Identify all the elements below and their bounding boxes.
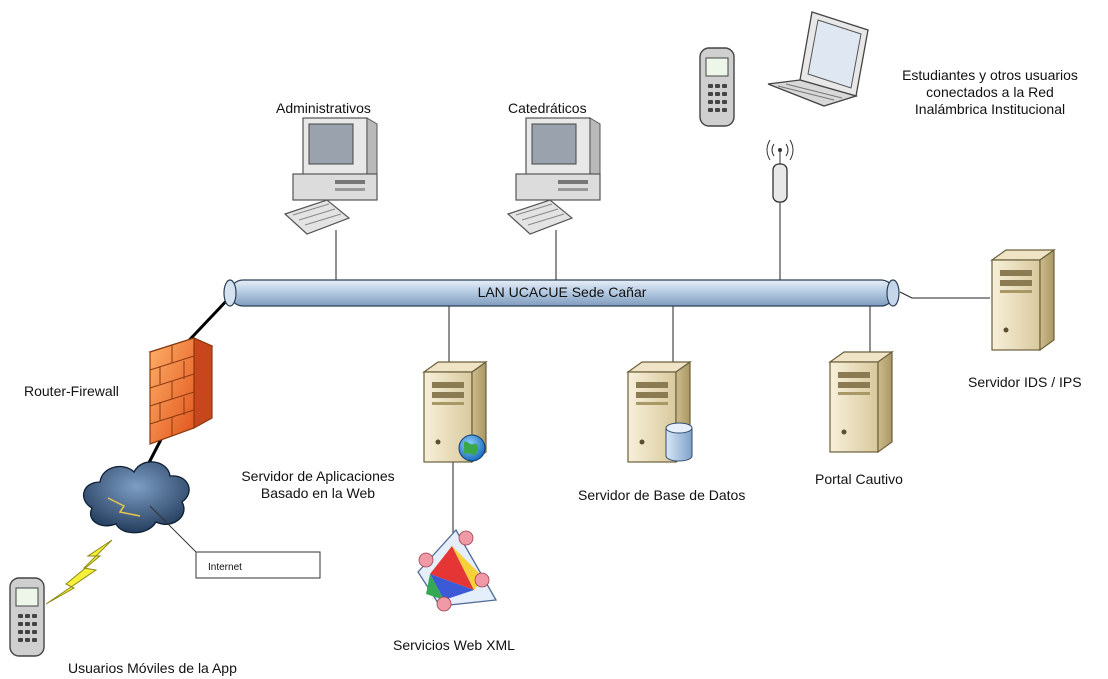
xml-services-label: Servicios Web XML [393, 637, 515, 653]
ids-ips-server-icon [991, 249, 1055, 351]
database-icon [665, 422, 693, 462]
internet-cloud-icon [82, 461, 190, 534]
catedraticos-label: Catedráticos [508, 100, 587, 116]
admin-computer-icon [284, 117, 378, 235]
mobile-user-phone-icon [9, 577, 45, 657]
router-firewall-label: Router-Firewall [24, 383, 119, 399]
app-server-line-1: Servidor de Aplicaciones [241, 468, 395, 484]
administrativos-label: Administrativos [276, 100, 371, 116]
app-server-label: Servidor de Aplicaciones Basado en la We… [230, 468, 406, 502]
ids-ips-label: Servidor IDS / IPS [968, 374, 1082, 390]
db-server-label: Servidor de Base de Datos [578, 487, 746, 503]
firewall-icon [148, 337, 214, 445]
mobile-users-label: Usuarios Móviles de la App [68, 660, 237, 676]
app-server-line-2: Basado en la Web [260, 485, 376, 501]
lan-backbone: LAN UCACUE Sede Cañar [223, 279, 900, 307]
access-point-icon [766, 139, 794, 203]
captive-portal-label: Portal Cautivo [815, 471, 903, 487]
wireless-users-label: Estudiantes y otros usuarios conectados … [880, 67, 1100, 118]
internet-callout [149, 505, 321, 579]
wireless-users-line-3: Inalámbrica Institucional [914, 101, 1066, 117]
wireless-users-line-1: Estudiantes y otros usuarios [902, 67, 1078, 83]
laptop-icon [767, 11, 869, 107]
lightning-icon [45, 539, 113, 605]
wireless-phone-icon [699, 47, 735, 127]
globe-icon [458, 434, 486, 462]
network-links [335, 202, 990, 540]
wireless-users-line-2: conectados a la Red [926, 84, 1054, 100]
internet-label: Internet [208, 562, 242, 573]
captive-portal-server-icon [829, 351, 893, 453]
lan-label: LAN UCACUE Sede Cañar [478, 284, 647, 300]
faculty-computer-icon [507, 117, 601, 235]
xml-services-icon [417, 528, 498, 612]
